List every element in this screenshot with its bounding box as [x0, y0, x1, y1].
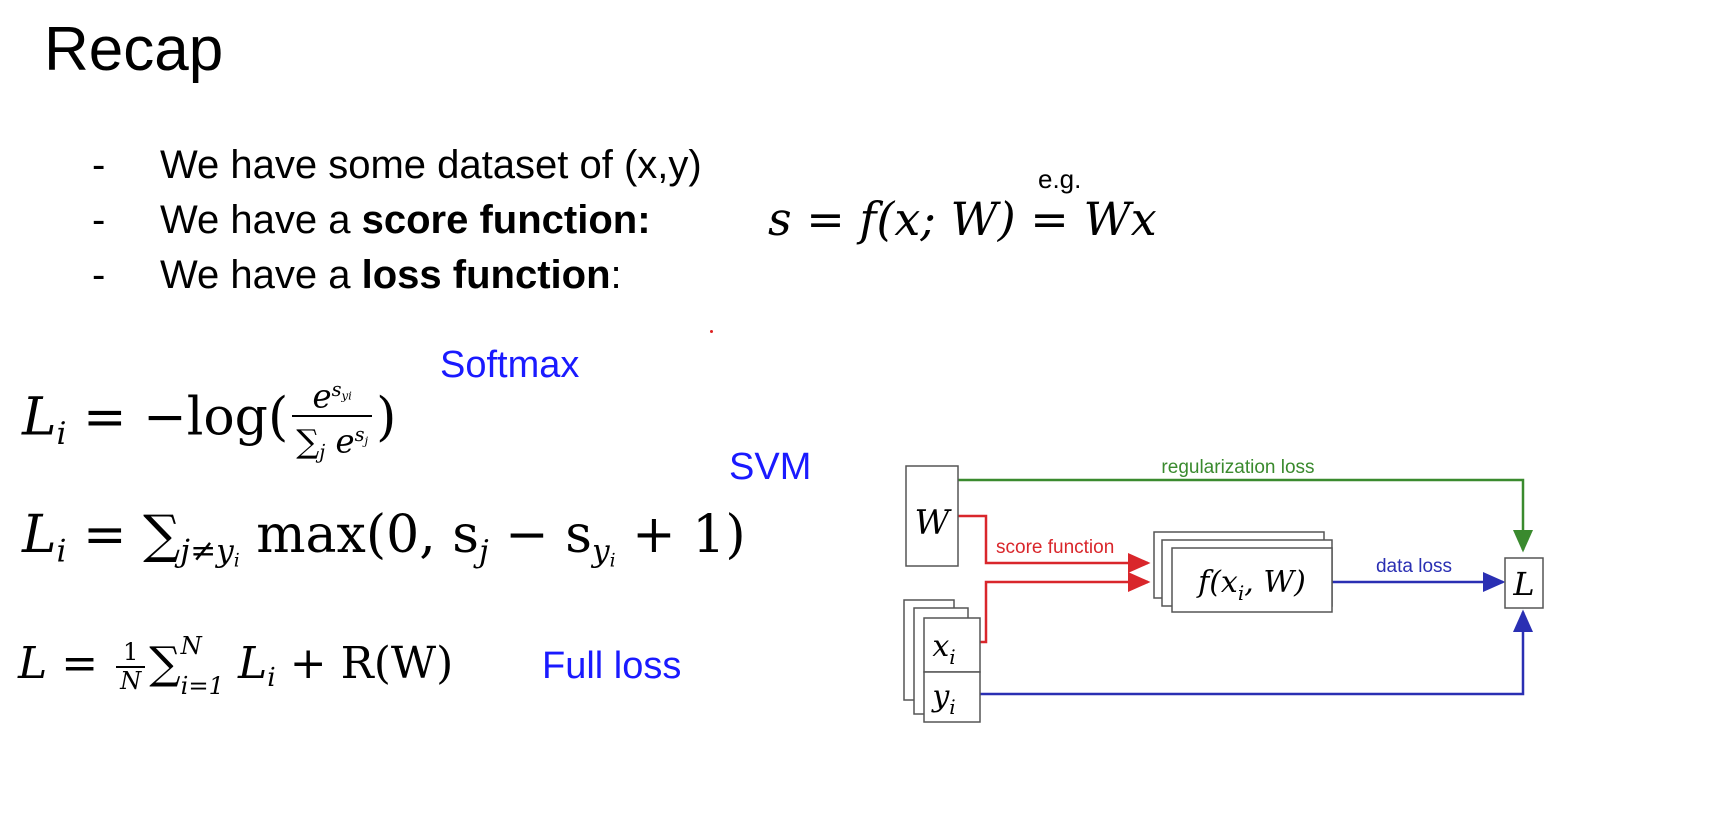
- eq-body: max(0, s: [239, 505, 479, 565]
- diagram-symbol: , W): [1244, 565, 1306, 600]
- eq-subscript: i: [348, 388, 352, 403]
- eq-body: + 1): [615, 505, 746, 565]
- bullet-dash: -: [92, 253, 106, 297]
- eq-numerator: esyi: [292, 372, 373, 418]
- bullet-text-tail: :: [610, 253, 622, 297]
- bullet-bold-text: loss function: [361, 253, 611, 297]
- bullet-loss-function: - We have a loss function:: [92, 248, 702, 303]
- diagram-subscript: i: [949, 695, 955, 719]
- eq-body: − s: [488, 505, 592, 565]
- diagram-symbol: x: [932, 629, 949, 664]
- bullet-list: - We have some dataset of (x,y) - We hav…: [92, 138, 702, 303]
- eq-subscript: i: [233, 550, 240, 572]
- eq-subscript: j: [319, 440, 326, 464]
- eq-operator: =: [1015, 192, 1084, 246]
- eq-subscript-text: y: [591, 533, 610, 570]
- input-node-y: [923, 671, 981, 723]
- score-function-edge-x: [980, 572, 1151, 644]
- eq-superscript: N: [180, 632, 202, 660]
- weights-node: [905, 465, 959, 567]
- eq-operator: ): [376, 387, 397, 448]
- eq-subscript: i: [56, 415, 67, 452]
- bullet-bold-text: score function:: [361, 198, 651, 242]
- svm-loss-equation: Li = ∑j≠yi max(0, sj − syi + 1): [22, 505, 746, 572]
- eq-subscript-text: j≠y: [180, 533, 234, 570]
- label-edge: [980, 609, 1533, 696]
- eq-symbol: f: [859, 192, 877, 246]
- score-node-label: f(xi, W): [1196, 565, 1306, 605]
- softmax-label: Softmax: [440, 344, 580, 386]
- diagram-symbol: y: [930, 679, 950, 714]
- eq-subscript: j: [364, 433, 369, 448]
- input-node-y-label: yi: [930, 679, 955, 719]
- eq-symbol: s: [331, 378, 342, 401]
- bullet-text: We have some dataset of (x,y): [160, 143, 702, 187]
- loss-node: [1504, 557, 1544, 609]
- input-node-x-label: xi: [932, 629, 955, 669]
- eq-subscript: j≠yi: [180, 533, 240, 572]
- bullet-dash: -: [92, 198, 106, 242]
- score-node: [1171, 547, 1333, 613]
- eq-subscript: yi: [591, 533, 616, 572]
- eq-denominator: ∑j esj: [292, 417, 372, 470]
- eq-subscript: j: [478, 533, 489, 570]
- eq-sum: ∑: [296, 422, 320, 461]
- slide-title: Recap: [44, 15, 224, 84]
- full-loss-label: Full loss: [542, 645, 682, 687]
- eq-args: (x; W): [876, 192, 1016, 246]
- diagram-subscript: i: [949, 645, 955, 669]
- input-node-x: [923, 617, 981, 673]
- bullet-dash: -: [92, 143, 106, 187]
- eq-symbol: Wx: [1083, 192, 1157, 246]
- softmax-loss-equation: Li = −log(esyi∑j esj): [22, 372, 396, 470]
- loss-computation-diagram: W xi yi f(xi, W) L regularization loss s…: [903, 457, 1544, 723]
- eq-superscript: sj: [354, 423, 369, 448]
- score-function-edge-w: [958, 514, 1151, 573]
- eg-annotation: e.g.: [1038, 164, 1082, 194]
- score-function-label: score function: [996, 537, 1114, 558]
- svm-label: SVM: [729, 446, 812, 488]
- regularization-loss-edge: [958, 478, 1533, 553]
- eq-subscript: i: [267, 662, 276, 693]
- eq-sum: ∑: [143, 505, 181, 565]
- bullet-text: We have a: [160, 253, 362, 297]
- bullet-score-function: - We have a score function:: [92, 193, 702, 248]
- eq-superscript: syi: [331, 378, 352, 403]
- stray-mark: [710, 330, 713, 333]
- eq-symbol: L: [22, 387, 57, 448]
- eq-subscript: i=1: [180, 671, 225, 700]
- eq-operator: =: [791, 192, 860, 246]
- eq-symbol: s: [354, 423, 365, 447]
- diagram-subscript: i: [1238, 581, 1244, 605]
- eq-symbol: L: [18, 638, 48, 690]
- data-loss-label: data loss: [1376, 556, 1452, 577]
- eq-symbol: s: [768, 192, 792, 246]
- eq-symbol: e: [312, 377, 332, 416]
- eq-subscript: i: [609, 550, 616, 572]
- eq-operator: = −log(: [66, 387, 289, 448]
- eq-numerator: 1: [116, 639, 146, 668]
- eq-body: + R(W): [275, 638, 454, 690]
- diagram-symbol: f(x: [1196, 565, 1238, 600]
- bullet-text: We have a: [160, 198, 362, 242]
- eq-sum: ∑: [149, 638, 181, 690]
- eq-symbol: L: [224, 638, 268, 690]
- eq-denominator: N: [120, 666, 142, 695]
- weights-node-label: W: [915, 503, 953, 543]
- loss-node-label: L: [1512, 565, 1534, 603]
- eq-operator: =: [66, 505, 144, 565]
- bullet-dataset: - We have some dataset of (x,y): [92, 138, 702, 193]
- eq-subscript: i: [56, 533, 67, 570]
- eq-symbol: e: [335, 422, 355, 461]
- regularization-loss-label: regularization loss: [1161, 457, 1314, 478]
- score-function-equation: s = f(x; W) = Wx: [768, 192, 1157, 246]
- eq-symbol: L: [22, 505, 57, 565]
- eq-operator: =: [47, 638, 113, 690]
- eq-fraction: esyi∑j esj: [292, 372, 373, 470]
- eq-subscript: y: [341, 388, 349, 403]
